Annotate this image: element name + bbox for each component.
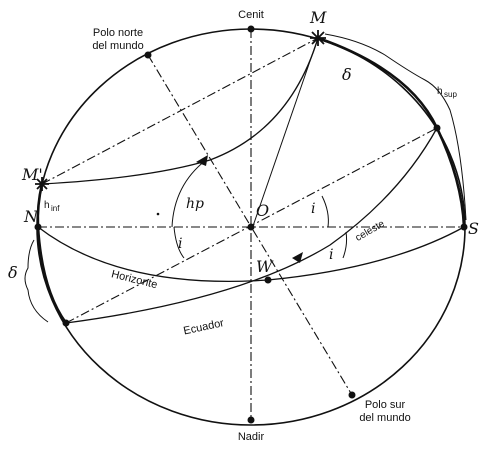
arrow-diurnal xyxy=(196,155,208,166)
diurnal-arc xyxy=(41,37,319,185)
zenith-point xyxy=(247,25,255,33)
label-angle-i-right: i xyxy=(311,201,315,217)
label-zenith: Cenit xyxy=(238,9,264,21)
north-point xyxy=(34,223,42,231)
label-south-pole-1: Polo sur xyxy=(365,399,406,411)
label-center: O xyxy=(256,201,269,220)
label-star-lower: M' xyxy=(21,165,43,184)
h-sup-arc-lower xyxy=(435,127,466,228)
label-north-pole-1: Polo norte xyxy=(93,27,143,39)
label-h-inf-sub: inf xyxy=(51,204,60,213)
label-north: N xyxy=(23,207,39,226)
south-point xyxy=(460,223,468,231)
label-delta-upper: δ xyxy=(342,65,352,84)
delta-lower-arc xyxy=(36,226,68,324)
label-equator: Ecuador xyxy=(182,317,225,337)
label-delta-lower: δ xyxy=(8,263,18,282)
label-south-pole-2: del mundo xyxy=(359,412,410,424)
i-angle-arc-lower xyxy=(342,231,348,259)
label-west: W xyxy=(256,257,274,276)
north-pole-point xyxy=(144,51,152,59)
label-h-inf: h xyxy=(44,200,50,211)
label-nadir: Nadir xyxy=(238,431,265,443)
delta-lower-brace xyxy=(24,239,49,323)
label-north-pole-2: del mundo xyxy=(92,40,143,52)
h-sup-arc xyxy=(317,36,439,129)
label-angle-i-lower: i xyxy=(329,247,333,263)
hp-angle-arc xyxy=(171,159,207,228)
i-angle-arc-left xyxy=(173,226,185,259)
label-star-upper: M xyxy=(309,8,327,27)
west-point xyxy=(264,276,272,284)
small-dot xyxy=(156,212,160,216)
star-lower-icon xyxy=(35,177,49,191)
equator-curve xyxy=(65,127,438,324)
diurnal-chord xyxy=(41,37,319,185)
m-to-center-line xyxy=(252,37,319,227)
arrow-equator xyxy=(292,252,303,263)
i-angle-arc-right xyxy=(321,195,329,228)
label-hp: hp xyxy=(186,196,204,212)
label-angle-i-left: i xyxy=(178,236,182,252)
world-axis xyxy=(147,54,353,396)
nadir-point xyxy=(247,416,255,424)
equator-left-point xyxy=(62,319,70,327)
label-h-sup-sub: sup xyxy=(444,90,457,99)
south-pole-point xyxy=(348,391,356,399)
star-upper-icon xyxy=(310,30,326,46)
label-south: S xyxy=(468,219,479,238)
center-point xyxy=(247,223,255,231)
label-h-sup: h xyxy=(437,86,443,97)
h-sup-brace xyxy=(324,33,467,221)
equator-right-point xyxy=(433,124,441,132)
